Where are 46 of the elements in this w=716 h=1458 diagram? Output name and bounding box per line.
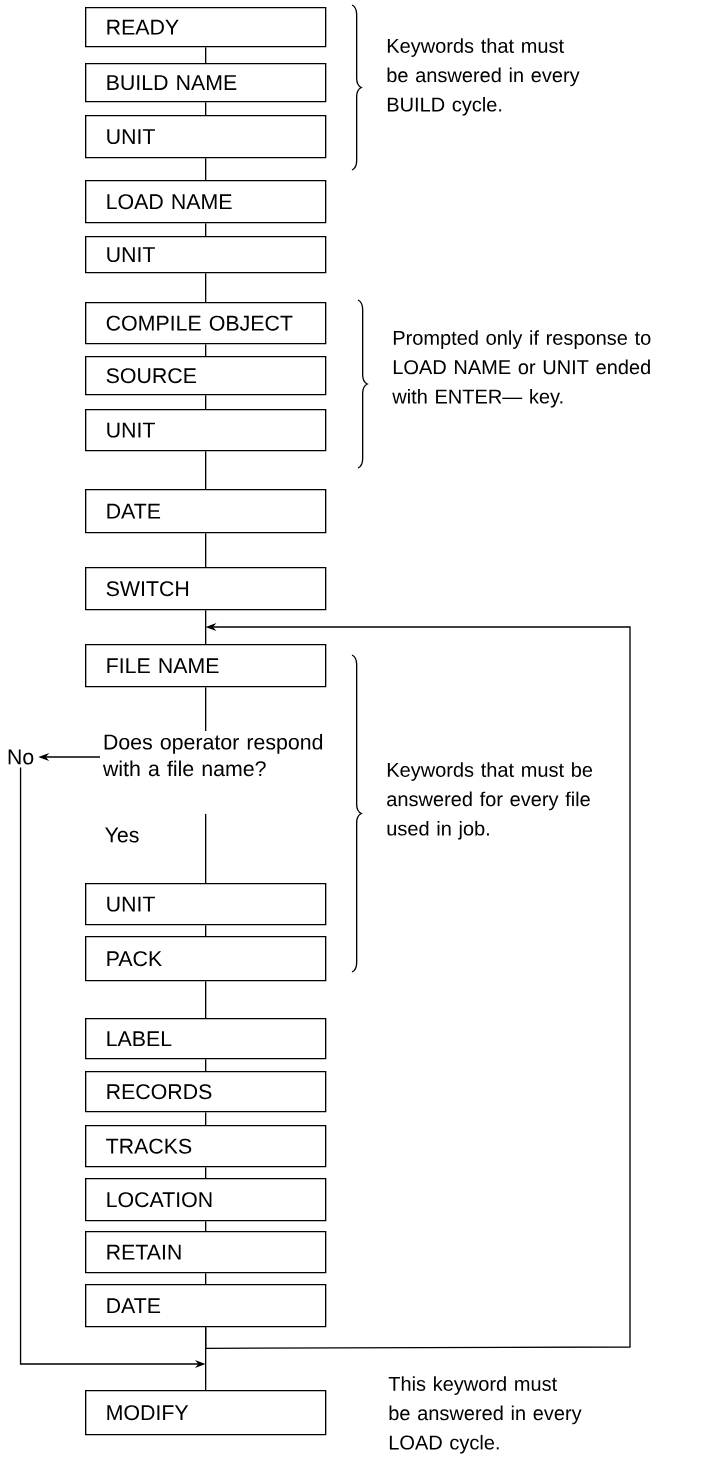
keyword-box: UNIT bbox=[85, 115, 327, 159]
connector-line bbox=[205, 272, 207, 303]
connector-line bbox=[205, 394, 207, 410]
connector-line bbox=[205, 980, 207, 1019]
answer-text: No bbox=[8, 749, 34, 765]
connector-line bbox=[205, 1220, 207, 1232]
connector-line bbox=[205, 609, 207, 645]
connector-line bbox=[205, 46, 207, 64]
connector-line bbox=[205, 813, 207, 884]
keyword-box: MODIFY bbox=[85, 1390, 327, 1436]
keyword-box: LABEL bbox=[85, 1018, 327, 1060]
connector-line bbox=[205, 450, 207, 490]
keyword-box: LOCATION bbox=[85, 1178, 327, 1222]
keyword-box: UNIT bbox=[85, 409, 327, 452]
keyword-box: READY bbox=[85, 7, 327, 48]
note-text: This keyword must be answered in every LOAD cycle. bbox=[388, 1376, 582, 1454]
connector-line bbox=[205, 157, 207, 181]
keyword-box: COMPILE OBJECT bbox=[85, 302, 327, 345]
keyword-box: SOURCE bbox=[85, 356, 327, 396]
note-text: Keywords that must be answered for every file used in job. bbox=[387, 762, 593, 840]
note-text: Keywords that must be answered in every BUILD cycle. bbox=[387, 38, 580, 116]
keyword-box: DATE bbox=[85, 1284, 327, 1328]
keyword-box: PACK bbox=[85, 936, 327, 982]
connector-line bbox=[205, 343, 207, 357]
note-text: Prompted only if response to LOAD NAME or UNIT ended with ENTER— key. bbox=[392, 330, 651, 408]
keyword-box: TRACKS bbox=[85, 1125, 327, 1168]
keyword-box: RETAIN bbox=[85, 1231, 327, 1274]
connector-line bbox=[205, 924, 207, 937]
connector-line bbox=[205, 1111, 207, 1126]
keyword-box: LOAD NAME bbox=[85, 180, 327, 224]
connector-line bbox=[205, 101, 207, 116]
edge-label: Yes bbox=[103, 826, 141, 844]
connector-line bbox=[205, 1272, 207, 1285]
keyword-box: DATE bbox=[85, 489, 327, 534]
keyword-box: UNIT bbox=[85, 883, 327, 926]
keyword-box: RECORDS bbox=[85, 1071, 327, 1113]
connector-line bbox=[205, 222, 207, 237]
keyword-box: FILE NAME bbox=[85, 644, 327, 688]
question-text: Does operator respond with a file name? bbox=[102, 733, 323, 777]
connector-line bbox=[205, 532, 207, 568]
keyword-box: BUILD NAME bbox=[85, 63, 327, 103]
keyword-box: SWITCH bbox=[85, 567, 327, 611]
keyword-box: UNIT bbox=[85, 236, 327, 274]
connector-line bbox=[205, 686, 207, 732]
connector-line bbox=[205, 1166, 207, 1179]
connector-line bbox=[205, 1058, 207, 1072]
